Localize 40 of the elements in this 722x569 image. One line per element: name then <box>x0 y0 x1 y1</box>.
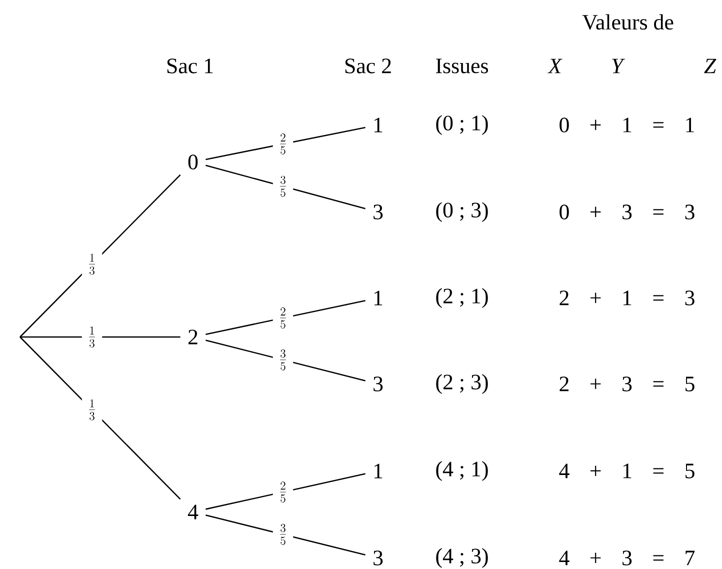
sum-equation: 4 + 3 = 7 <box>559 550 695 566</box>
branch-line <box>20 174 181 338</box>
tree-node-label: 3 <box>374 204 383 220</box>
tree-node-label: 0 <box>188 154 198 170</box>
outcome-pair: (2 ; 1) <box>436 288 488 308</box>
tree-node-label: 2 <box>188 330 198 344</box>
tree-node-label: 1 <box>374 290 382 306</box>
probability-label: $\frac{3}{5}$ <box>272 346 294 374</box>
probability-label: $\frac{2}{5}$ <box>272 304 294 332</box>
column-header: Issues <box>436 58 488 74</box>
tree-node-label: 3 <box>374 376 383 392</box>
tree-node-label: 1 <box>374 464 382 478</box>
tree-node-label: 3 <box>374 550 383 566</box>
probability-label: $\frac{1}{3}$ <box>82 396 102 423</box>
tree-node-label: 4 <box>188 504 198 520</box>
outcome-pair: (4 ; 3) <box>436 548 488 568</box>
sum-equation: 0 + 3 = 3 <box>560 204 694 220</box>
probability-label: $\frac{3}{5}$ <box>272 521 294 548</box>
outcome-pair: (0 ; 1) <box>436 115 488 135</box>
variable-header: Y <box>612 58 626 74</box>
probability-label: $\frac{2}{5}$ <box>272 130 294 158</box>
outcome-pair: (2 ; 3) <box>436 374 488 394</box>
tree-node-label: 1 <box>374 118 382 132</box>
outcome-pair: (4 ; 1) <box>436 461 488 481</box>
variable-header: X <box>548 58 562 74</box>
branch-line <box>20 336 180 338</box>
branch-line <box>20 336 181 500</box>
probability-label: $\frac{2}{5}$ <box>272 478 294 506</box>
column-header: Sac 2 <box>345 58 391 74</box>
probability-label: $\frac{1}{3}$ <box>82 324 102 350</box>
column-header: Sac 1 <box>167 58 213 74</box>
probability-label: $\frac{3}{5}$ <box>272 173 294 200</box>
variable-header: Z <box>704 58 716 74</box>
outcome-pair: (0 ; 3) <box>436 202 488 222</box>
sum-equation: 4 + 1 = 5 <box>559 464 694 478</box>
sum-equation: 0 + 1 = 1 <box>560 118 694 132</box>
sum-equation: 2 + 3 = 5 <box>560 376 694 392</box>
sum-equation: 2 + 1 = 3 <box>560 290 694 306</box>
column-header: Valeurs de <box>582 14 674 30</box>
probability-label: $\frac{1}{3}$ <box>82 250 102 278</box>
